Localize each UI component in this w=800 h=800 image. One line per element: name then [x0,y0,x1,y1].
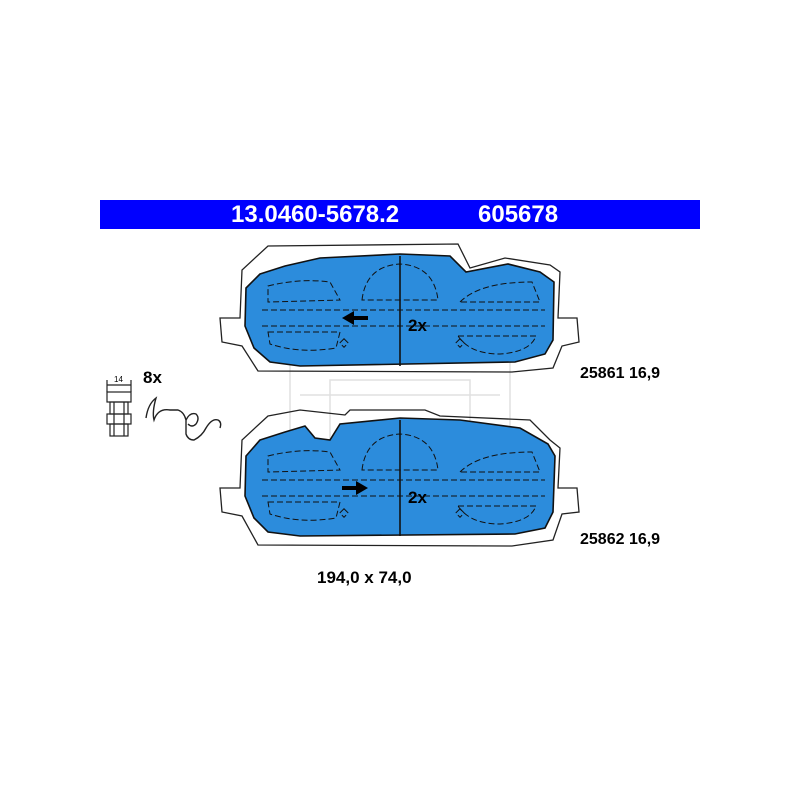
spring-wire [145,396,222,441]
spring-wire-loop [185,412,199,427]
upper-brake-pad [219,243,580,373]
lower-direction-arrow [342,481,368,495]
lower-quantity: 2x [408,488,427,507]
article-number: 605678 [478,201,559,228]
title-bar: 13.0460-5678.2 605678 [100,200,700,229]
upper-backing-plate [219,243,580,373]
part-number: 13.0460-5678.2 [231,201,400,228]
pad-dimensions: 194,0 x 74,0 [317,568,412,587]
upper-hidden-lines [262,263,545,355]
upper-direction-arrow [342,311,368,325]
upper-quantity: 2x [408,316,427,335]
lower-brake-pad [219,409,580,547]
upper-pad-code: 25861 16,9 [580,365,661,382]
lower-backing-plate [219,409,580,547]
lower-pad-code: 25862 16,9 [580,531,661,548]
lower-hidden-lines [262,433,545,525]
clip-width-label: 14 [114,375,123,384]
clip-quantity: 8x [143,368,162,387]
clip-drawing [106,380,132,437]
